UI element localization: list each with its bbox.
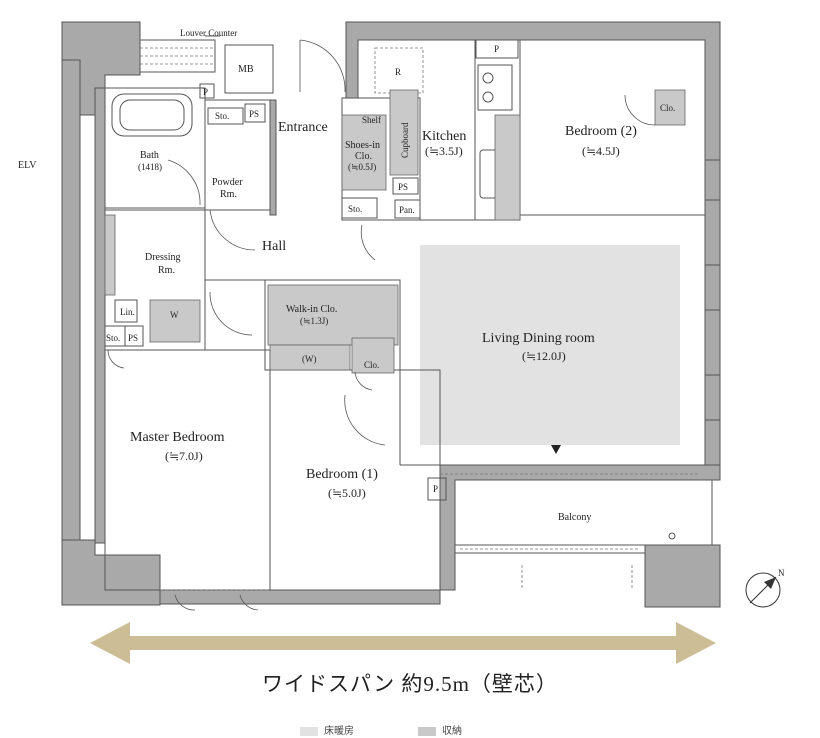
label-shoes-area: (≒0.5J) bbox=[348, 162, 376, 172]
label-pan: Pan. bbox=[399, 205, 415, 215]
label-p-kitchen: P bbox=[494, 44, 499, 54]
label-p-bath: P bbox=[203, 87, 208, 97]
legend-heated-text: 床暖房 bbox=[324, 726, 354, 737]
label-walkin-w: (W) bbox=[302, 354, 317, 364]
label-bath-size: (1418) bbox=[138, 162, 162, 172]
label-p-balcony: P bbox=[433, 484, 438, 494]
label-walkin: Walk-in Clo. bbox=[286, 304, 337, 315]
label-living-area: (≒12.0J) bbox=[522, 349, 566, 363]
label-louver-counter: Louver Counter bbox=[180, 28, 237, 38]
label-r: R bbox=[395, 67, 401, 77]
legend-storage: 収納 bbox=[418, 722, 462, 737]
label-living: Living Dining room bbox=[482, 331, 595, 346]
label-bath: Bath bbox=[140, 150, 159, 161]
label-cupboard: Cupboard bbox=[400, 122, 410, 158]
heated-floor-living bbox=[420, 245, 680, 445]
label-elv: ELV bbox=[18, 160, 37, 171]
label-shoes-clo: Clo. bbox=[355, 151, 372, 162]
label-mb: MB bbox=[238, 64, 254, 75]
label-kitchen-area: (≒3.5J) bbox=[425, 144, 463, 158]
legend-swatch-heated bbox=[300, 726, 318, 736]
label-sto-entrance: Sto. bbox=[348, 204, 362, 214]
label-sto-powder: Sto. bbox=[215, 111, 229, 121]
label-bedroom1: Bedroom (1) bbox=[306, 467, 378, 482]
label-ps-kitchen: PS bbox=[398, 182, 408, 192]
label-clo-bedroom2: Clo. bbox=[660, 103, 675, 113]
label-bedroom2: Bedroom (2) bbox=[565, 124, 637, 139]
label-kitchen: Kitchen bbox=[422, 129, 466, 144]
label-entrance: Entrance bbox=[278, 120, 328, 135]
label-w-dressing: W bbox=[170, 310, 179, 320]
span-arrow bbox=[90, 622, 716, 664]
label-clo-bedroom1: Clo. bbox=[364, 360, 379, 370]
label-powder-rm: Rm. bbox=[220, 189, 237, 200]
label-walkin-area: (≒1.3J) bbox=[300, 316, 328, 326]
label-master: Master Bedroom bbox=[130, 430, 225, 445]
label-powder: Powder bbox=[212, 177, 243, 188]
label-hall: Hall bbox=[262, 239, 286, 254]
label-ps-dressing: PS bbox=[128, 333, 138, 343]
label-dressing-rm: Rm. bbox=[158, 265, 175, 276]
compass-north-label: N bbox=[778, 568, 785, 578]
label-bedroom2-area: (≒4.5J) bbox=[582, 144, 620, 158]
span-label: ワイドスパン 約9.5m（壁芯） bbox=[262, 672, 558, 696]
outer-walls bbox=[61, 21, 721, 608]
label-ps-powder: PS bbox=[249, 109, 259, 119]
label-bedroom1-area: (≒5.0J) bbox=[328, 486, 366, 500]
legend-storage-text: 収納 bbox=[442, 726, 462, 737]
label-master-area: (≒7.0J) bbox=[165, 449, 203, 463]
label-dressing: Dressing bbox=[145, 252, 181, 263]
label-balcony: Balcony bbox=[558, 512, 591, 523]
label-shelf: Shelf bbox=[362, 115, 381, 125]
legend-swatch-storage bbox=[418, 726, 436, 736]
compass-icon: N bbox=[745, 568, 785, 608]
label-lin: Lin. bbox=[120, 307, 135, 317]
label-sto-dressing: Sto. bbox=[106, 333, 120, 343]
door-swings bbox=[107, 39, 656, 611]
triangle-marker-icon bbox=[551, 445, 561, 454]
legend-heated-floor: 床暖房 bbox=[300, 722, 354, 737]
storage-areas bbox=[104, 39, 686, 501]
label-shoes-in: Shoes-in bbox=[345, 140, 380, 151]
